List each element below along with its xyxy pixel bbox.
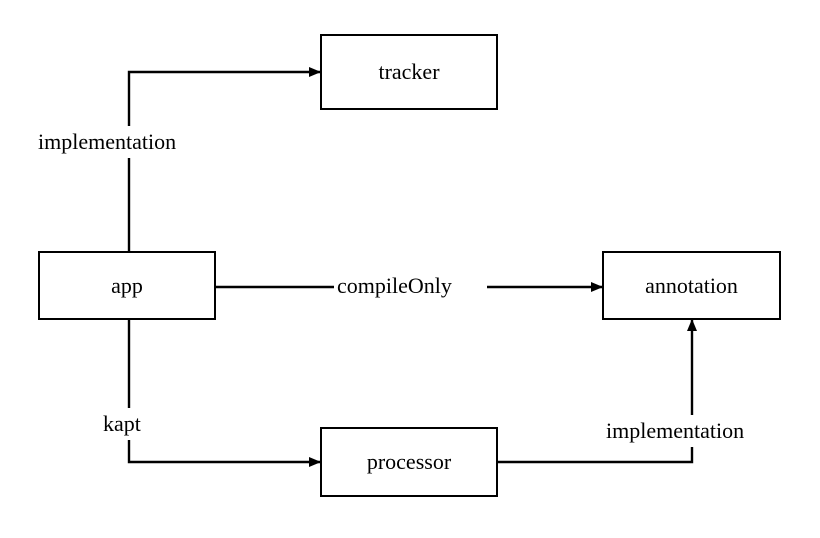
node-tracker[interactable]: tracker (320, 34, 498, 110)
node-annotation[interactable]: annotation (602, 251, 781, 320)
node-app-label: app (111, 272, 143, 298)
node-app[interactable]: app (38, 251, 216, 320)
node-processor-label: processor (366, 449, 452, 474)
edge-label-processor-to-annotation: implementation (604, 418, 747, 443)
edge-app-to-processor-segment-down-lower (127, 440, 321, 467)
edge-app-to-tracker-segment-up-upper (127, 67, 321, 126)
edge-processor-to-annotation-segment-right (498, 447, 694, 464)
node-processor[interactable]: processor (320, 427, 498, 497)
edge-label-app-to-tracker: implementation (36, 129, 179, 154)
node-annotation-label: annotation (645, 272, 738, 298)
edge-label-app-to-annotation: compileOnly (335, 273, 454, 298)
node-tracker-label: tracker (378, 59, 440, 84)
edge-label-app-to-processor: kapt (101, 411, 143, 436)
